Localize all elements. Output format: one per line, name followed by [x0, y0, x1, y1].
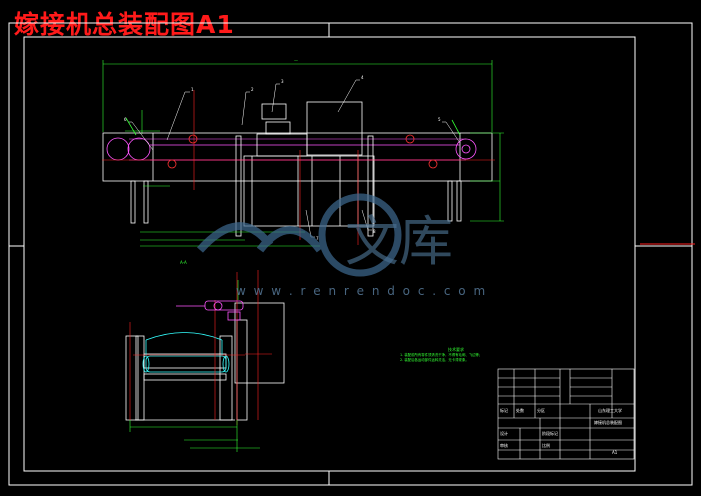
title-block-role-2: 审核 [500, 443, 508, 448]
title-block-row-label-1: 标记 [500, 408, 508, 413]
title-block [497, 368, 635, 460]
title-block-sheet: A1 [612, 450, 618, 455]
front-view: — [102, 58, 504, 247]
watermark-cjk: 文库 [345, 210, 453, 273]
notes-line-1: 1. 装配前所有零件须清洗干净，不得有毛刺、飞边等； [400, 353, 483, 357]
title-block-row-label-3: 分区 [537, 408, 545, 413]
notes-body: 1. 装配前所有零件须清洗干净，不得有毛刺、飞边等； 2. 装配后各运动部件运转… [400, 353, 520, 363]
watermark-url: w w w . r e n r e n d o c . c o m [236, 284, 488, 298]
title-block-school: 山东理工大学 [598, 408, 622, 413]
notes-title: 技术要求 [448, 347, 464, 352]
title-block-row-label-2: 处数 [516, 408, 524, 413]
side-view [125, 270, 285, 452]
watermark-logo [197, 193, 402, 277]
drawing-title: 嫁接机总装配图A1 [14, 10, 235, 39]
center-marks [9, 23, 692, 485]
title-block-drawing-name: 嫁接机总装配图 [594, 420, 622, 425]
title-block-role-1: 设计 [500, 431, 508, 436]
title-block-extra-1: 阶段标记 [542, 431, 558, 436]
title-block-extra-2: 比例 [542, 443, 550, 448]
notes-line-2: 2. 装配后各运动部件运转灵活，无卡滞现象。 [400, 358, 469, 362]
dim-overall-length: — [294, 58, 298, 63]
